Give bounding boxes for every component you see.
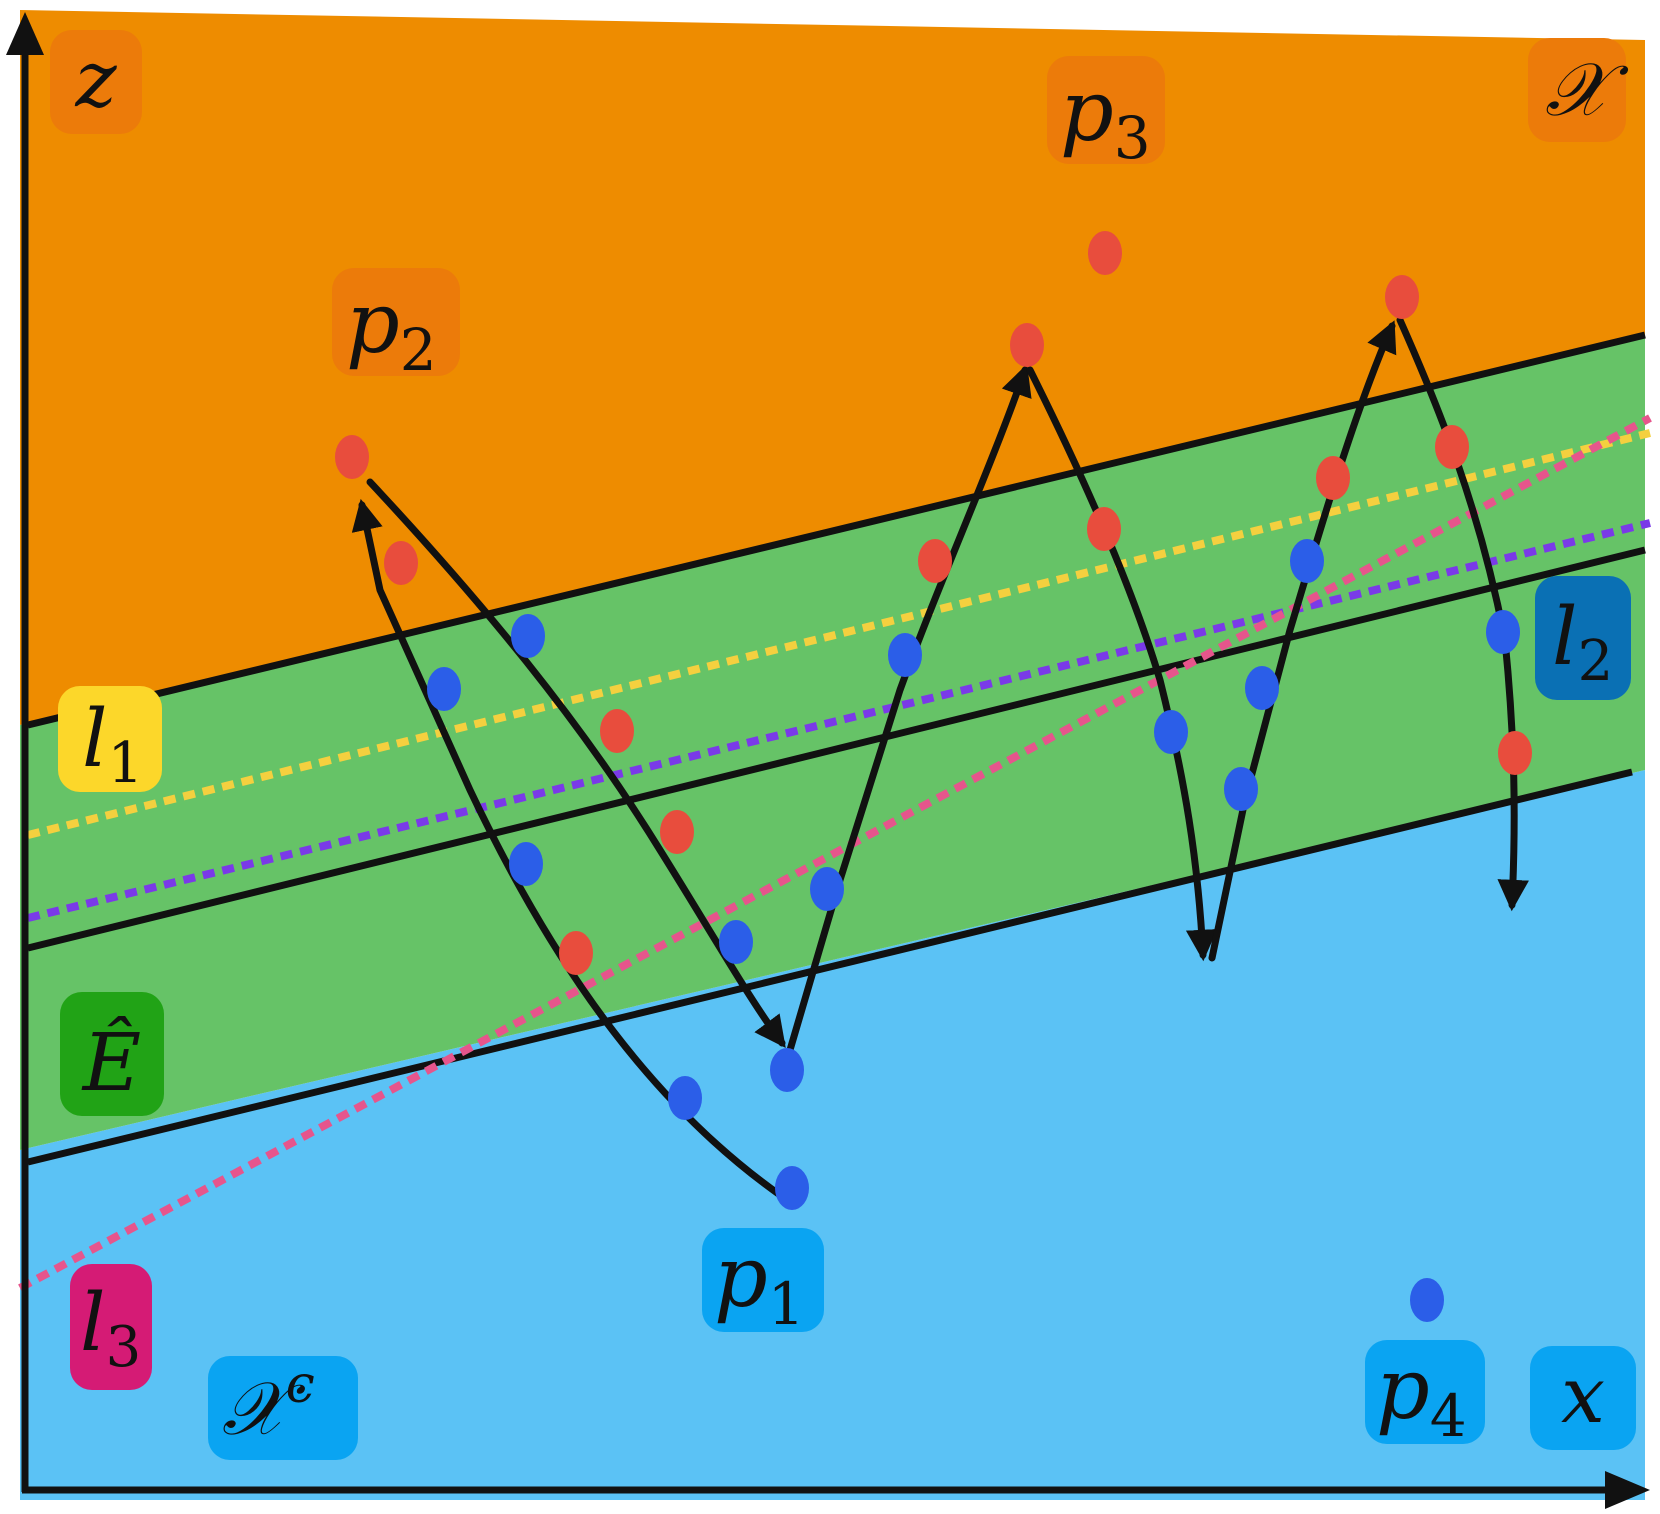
red-point-p3	[1088, 231, 1122, 275]
blue-point-p1	[775, 1166, 809, 1210]
blue-points	[427, 539, 1520, 1322]
l1-label-badge: l1	[58, 686, 162, 796]
blue-point	[1224, 767, 1258, 811]
l2-label: l2	[1552, 590, 1613, 694]
trajectory-path-2	[366, 478, 786, 1049]
red-point	[384, 541, 418, 585]
red-point	[660, 810, 694, 854]
blue-point	[1290, 539, 1324, 583]
p1-label-badge: p1	[702, 1228, 824, 1338]
region-x-label-badge: 𝒳	[1528, 38, 1629, 142]
p3-label-badge: p3	[1047, 56, 1165, 172]
upper-boundary-line	[27, 331, 1646, 729]
l3-label: l3	[80, 1276, 141, 1380]
p4-label: p4	[1376, 1340, 1467, 1450]
blue-point	[668, 1076, 702, 1120]
red-point	[918, 539, 952, 583]
blue-point	[888, 633, 922, 677]
region-e-label-badge: Ê	[60, 992, 164, 1116]
z-axis-label-badge: z	[50, 30, 142, 134]
p1-label: p1	[714, 1228, 805, 1338]
red-point	[1316, 456, 1350, 500]
red-point	[559, 931, 593, 975]
blue-point-p4	[1410, 1278, 1444, 1322]
region-xc-fill	[20, 770, 1645, 1500]
p3-label: p3	[1060, 62, 1151, 172]
red-point	[1435, 425, 1469, 469]
trajectory-path-1	[351, 498, 784, 1199]
region-xc-label-badge: 𝒳c	[208, 1355, 358, 1460]
red-point	[1010, 323, 1044, 367]
p2-label-badge: p2	[332, 268, 460, 384]
blue-point	[1245, 666, 1279, 710]
z-axis-arrowhead	[6, 12, 44, 55]
blue-point	[1154, 710, 1188, 754]
red-point	[335, 435, 369, 479]
l2-label-badge: l2	[1535, 576, 1631, 700]
blue-point	[810, 867, 844, 911]
blue-point	[770, 1048, 804, 1092]
l3-dotted-line	[18, 414, 1652, 1292]
trajectory-path-4	[1026, 366, 1218, 962]
l2-dotted-line	[27, 519, 1651, 922]
middle-line	[27, 546, 1646, 952]
x-axis-arrowhead	[1605, 1471, 1650, 1509]
z-axis-label: z	[74, 35, 117, 125]
x-axis-label-badge: x	[1530, 1346, 1636, 1450]
blue-point	[1486, 610, 1520, 654]
blue-point	[719, 920, 753, 964]
blue-point	[509, 842, 543, 886]
p4-label-badge: p4	[1365, 1340, 1485, 1450]
l3-label-badge: l3	[70, 1264, 152, 1390]
x-axis-label: x	[1561, 1351, 1605, 1441]
red-point	[600, 709, 634, 753]
blue-point	[511, 614, 545, 658]
blue-point	[427, 667, 461, 711]
red-point	[1087, 507, 1121, 551]
p2-label: p2	[346, 274, 437, 384]
red-point	[1385, 275, 1419, 319]
red-points	[335, 231, 1532, 975]
lower-boundary-line	[27, 768, 1633, 1166]
red-point	[1498, 731, 1532, 775]
l1-label: l1	[82, 692, 143, 796]
region-e-label: Ê	[81, 1015, 141, 1109]
